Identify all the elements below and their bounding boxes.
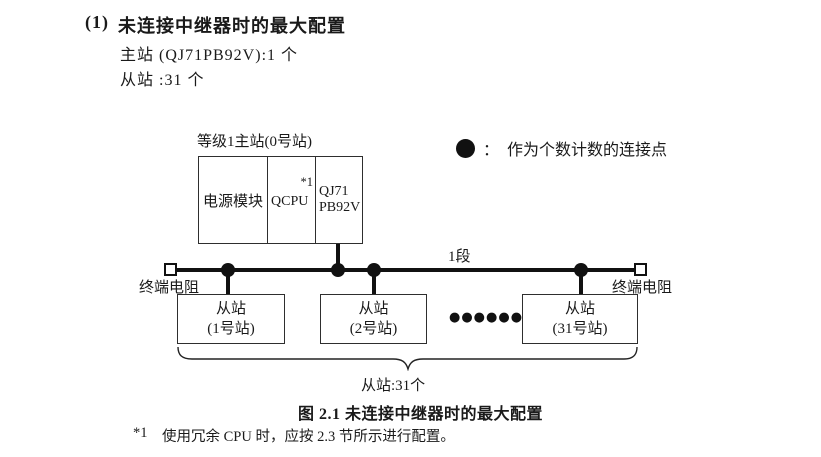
qcpu-label: QCPU xyxy=(271,194,309,209)
slave31-drop-line xyxy=(579,270,583,295)
legend-text: 作为个数计数的连接点 xyxy=(507,142,668,159)
slave-total-label: 从站:31个 xyxy=(361,378,426,394)
connection-point-dot xyxy=(574,263,588,277)
connection-point-dot xyxy=(221,263,235,277)
master-station-box: 电源模块 QCPU *1 QJ71 PB92V xyxy=(198,156,363,244)
qj71-line: QJ71 xyxy=(319,184,349,199)
slave2-drop-line xyxy=(372,270,376,295)
connection-point-dot xyxy=(331,263,345,277)
master-station-label: 等级1主站(0号站) xyxy=(197,134,312,150)
master-count-line: 主站 (QJ71PB92V):1 个 xyxy=(120,47,299,64)
section-number: (1) xyxy=(85,12,109,32)
slave-name: 从站 xyxy=(215,301,246,317)
connection-point-icon xyxy=(456,138,475,158)
footnote-text: 使用冗余 CPU 时，应按 2.3 节所示进行配置。 xyxy=(162,429,455,445)
underbrace xyxy=(177,346,638,371)
section-title: 未连接中继器时的最大配置 xyxy=(118,16,346,36)
connection-point-dot xyxy=(367,263,381,277)
slave-name: 从站 xyxy=(358,301,389,317)
qcpu-cell: QCPU *1 xyxy=(267,157,315,243)
slave-station-number: (31号站) xyxy=(552,321,608,337)
power-module-cell: 电源模块 xyxy=(202,193,263,210)
qj71pb92v-cell: QJ71 PB92V xyxy=(315,157,362,243)
terminator-left-label: 终端电阻 xyxy=(139,280,200,296)
footnote: *1 使用冗余 CPU 时，应按 2.3 节所示进行配置。 xyxy=(133,425,455,446)
slave-name: 从站 xyxy=(564,301,595,317)
slave-station-box-1: 从站 (1号站) xyxy=(177,294,285,344)
slave1-drop-line xyxy=(226,270,230,295)
ellipsis-dots: ●●●●●● xyxy=(449,310,524,325)
terminator-left-square xyxy=(164,263,177,276)
slave-station-box-31: 从站 (31号站) xyxy=(522,294,638,344)
segment-label: 1段 xyxy=(448,249,471,265)
slave-count-line: 从站 :31 个 xyxy=(120,72,205,89)
pb92v-line: PB92V xyxy=(319,200,361,215)
slave-station-number: (2号站) xyxy=(349,321,398,337)
master-drop-line xyxy=(336,244,340,270)
legend: ： 作为个数计数的连接点 xyxy=(456,136,667,160)
figure-caption: 图 2.1 未连接中继器时的最大配置 xyxy=(298,406,544,423)
terminator-right-square xyxy=(634,263,647,276)
section-heading: (1) 未连接中继器时的最大配置 xyxy=(85,12,346,38)
slave-station-number: (1号站) xyxy=(207,321,255,337)
terminator-right-label: 终端电阻 xyxy=(612,280,673,296)
footnote-ref-marker: *1 xyxy=(300,175,314,189)
slave-station-box-2: 从站 (2号站) xyxy=(320,294,427,344)
footnote-ref: *1 xyxy=(133,425,148,441)
legend-colon: ： xyxy=(483,142,500,159)
bus-line xyxy=(170,268,641,272)
